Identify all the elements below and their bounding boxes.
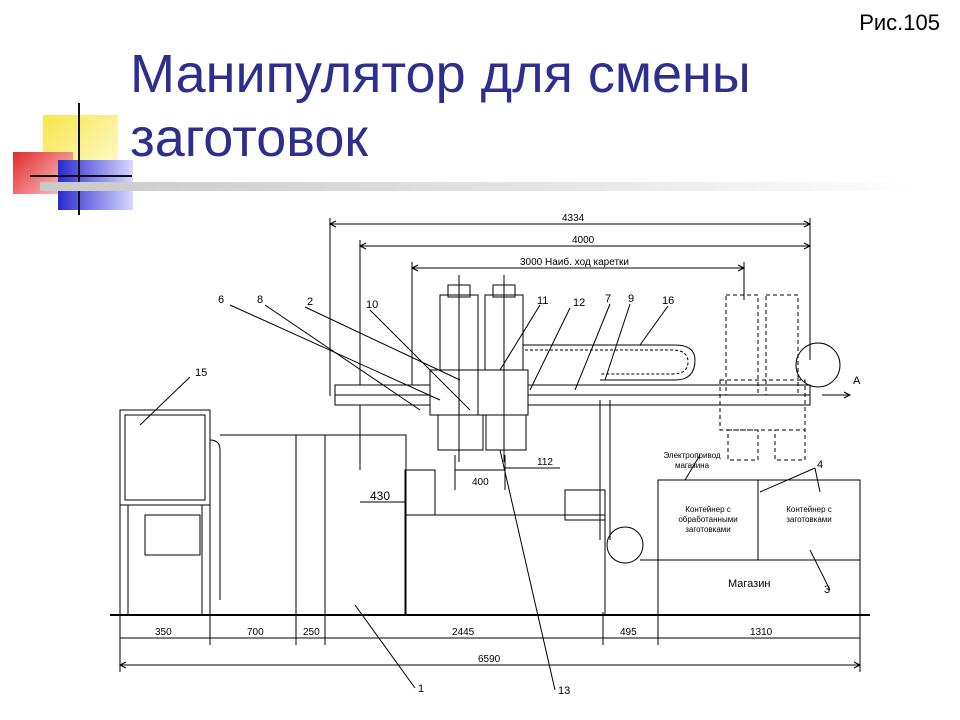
callout-2: 2 [307,296,313,308]
callout-8: 8 [257,294,263,306]
machine-base [295,400,644,616]
dim-350: 350 [155,627,172,638]
dim-495: 495 [620,627,637,638]
callout-7: 7 [605,293,611,305]
dim-430: 430 [370,489,390,503]
gripper-head-right [477,275,529,462]
magazine-drive-label: Электропривод магазина [663,451,721,470]
dim-1310: 1310 [750,627,773,638]
callout-3: 3 [824,584,830,596]
dim-travel: 3000 Наиб. ход каретки [520,256,629,268]
title-underline [40,182,920,191]
callout-1: 1 [418,683,424,695]
gripper-heads-dashed-right [719,294,841,461]
callout-15: 15 [195,367,207,379]
callout-11: 11 [537,295,548,307]
dim-112: 112 [537,457,553,468]
figure-number: Рис.105 [859,10,940,35]
container-blanks-label: Контейнер с заготовками [786,505,832,524]
callout-10: 10 [366,299,378,311]
callout-9: 9 [628,293,634,305]
callout-12: 12 [573,297,585,309]
deco-horizontal-line [30,175,132,177]
dim-700: 700 [247,627,264,638]
callout-16: 16 [662,295,674,307]
gripper-head-left [429,275,491,462]
dim-4000: 4000 [572,235,595,246]
dim-6590: 6590 [478,654,501,665]
slide-title: Манипулятор для смены заготовок [130,44,751,168]
control-cabinet [119,409,330,616]
leader-lines [139,303,852,691]
container-machined-label: Контейнер с обработанными заготовками [678,505,738,534]
callout-4: 4 [817,459,823,471]
dim-4334: 4334 [562,213,585,224]
gantry-beam [334,344,811,406]
dimension-lines [118,218,862,672]
dim-250: 250 [303,627,320,638]
callout-6: 6 [218,294,224,306]
deco-vertical-line [78,103,80,215]
view-a-label: А [853,375,861,387]
dim-2445: 2445 [452,627,475,638]
magazine-label: Магазин [728,578,770,590]
dim-400: 400 [472,477,489,488]
callout-13: 13 [558,685,570,697]
